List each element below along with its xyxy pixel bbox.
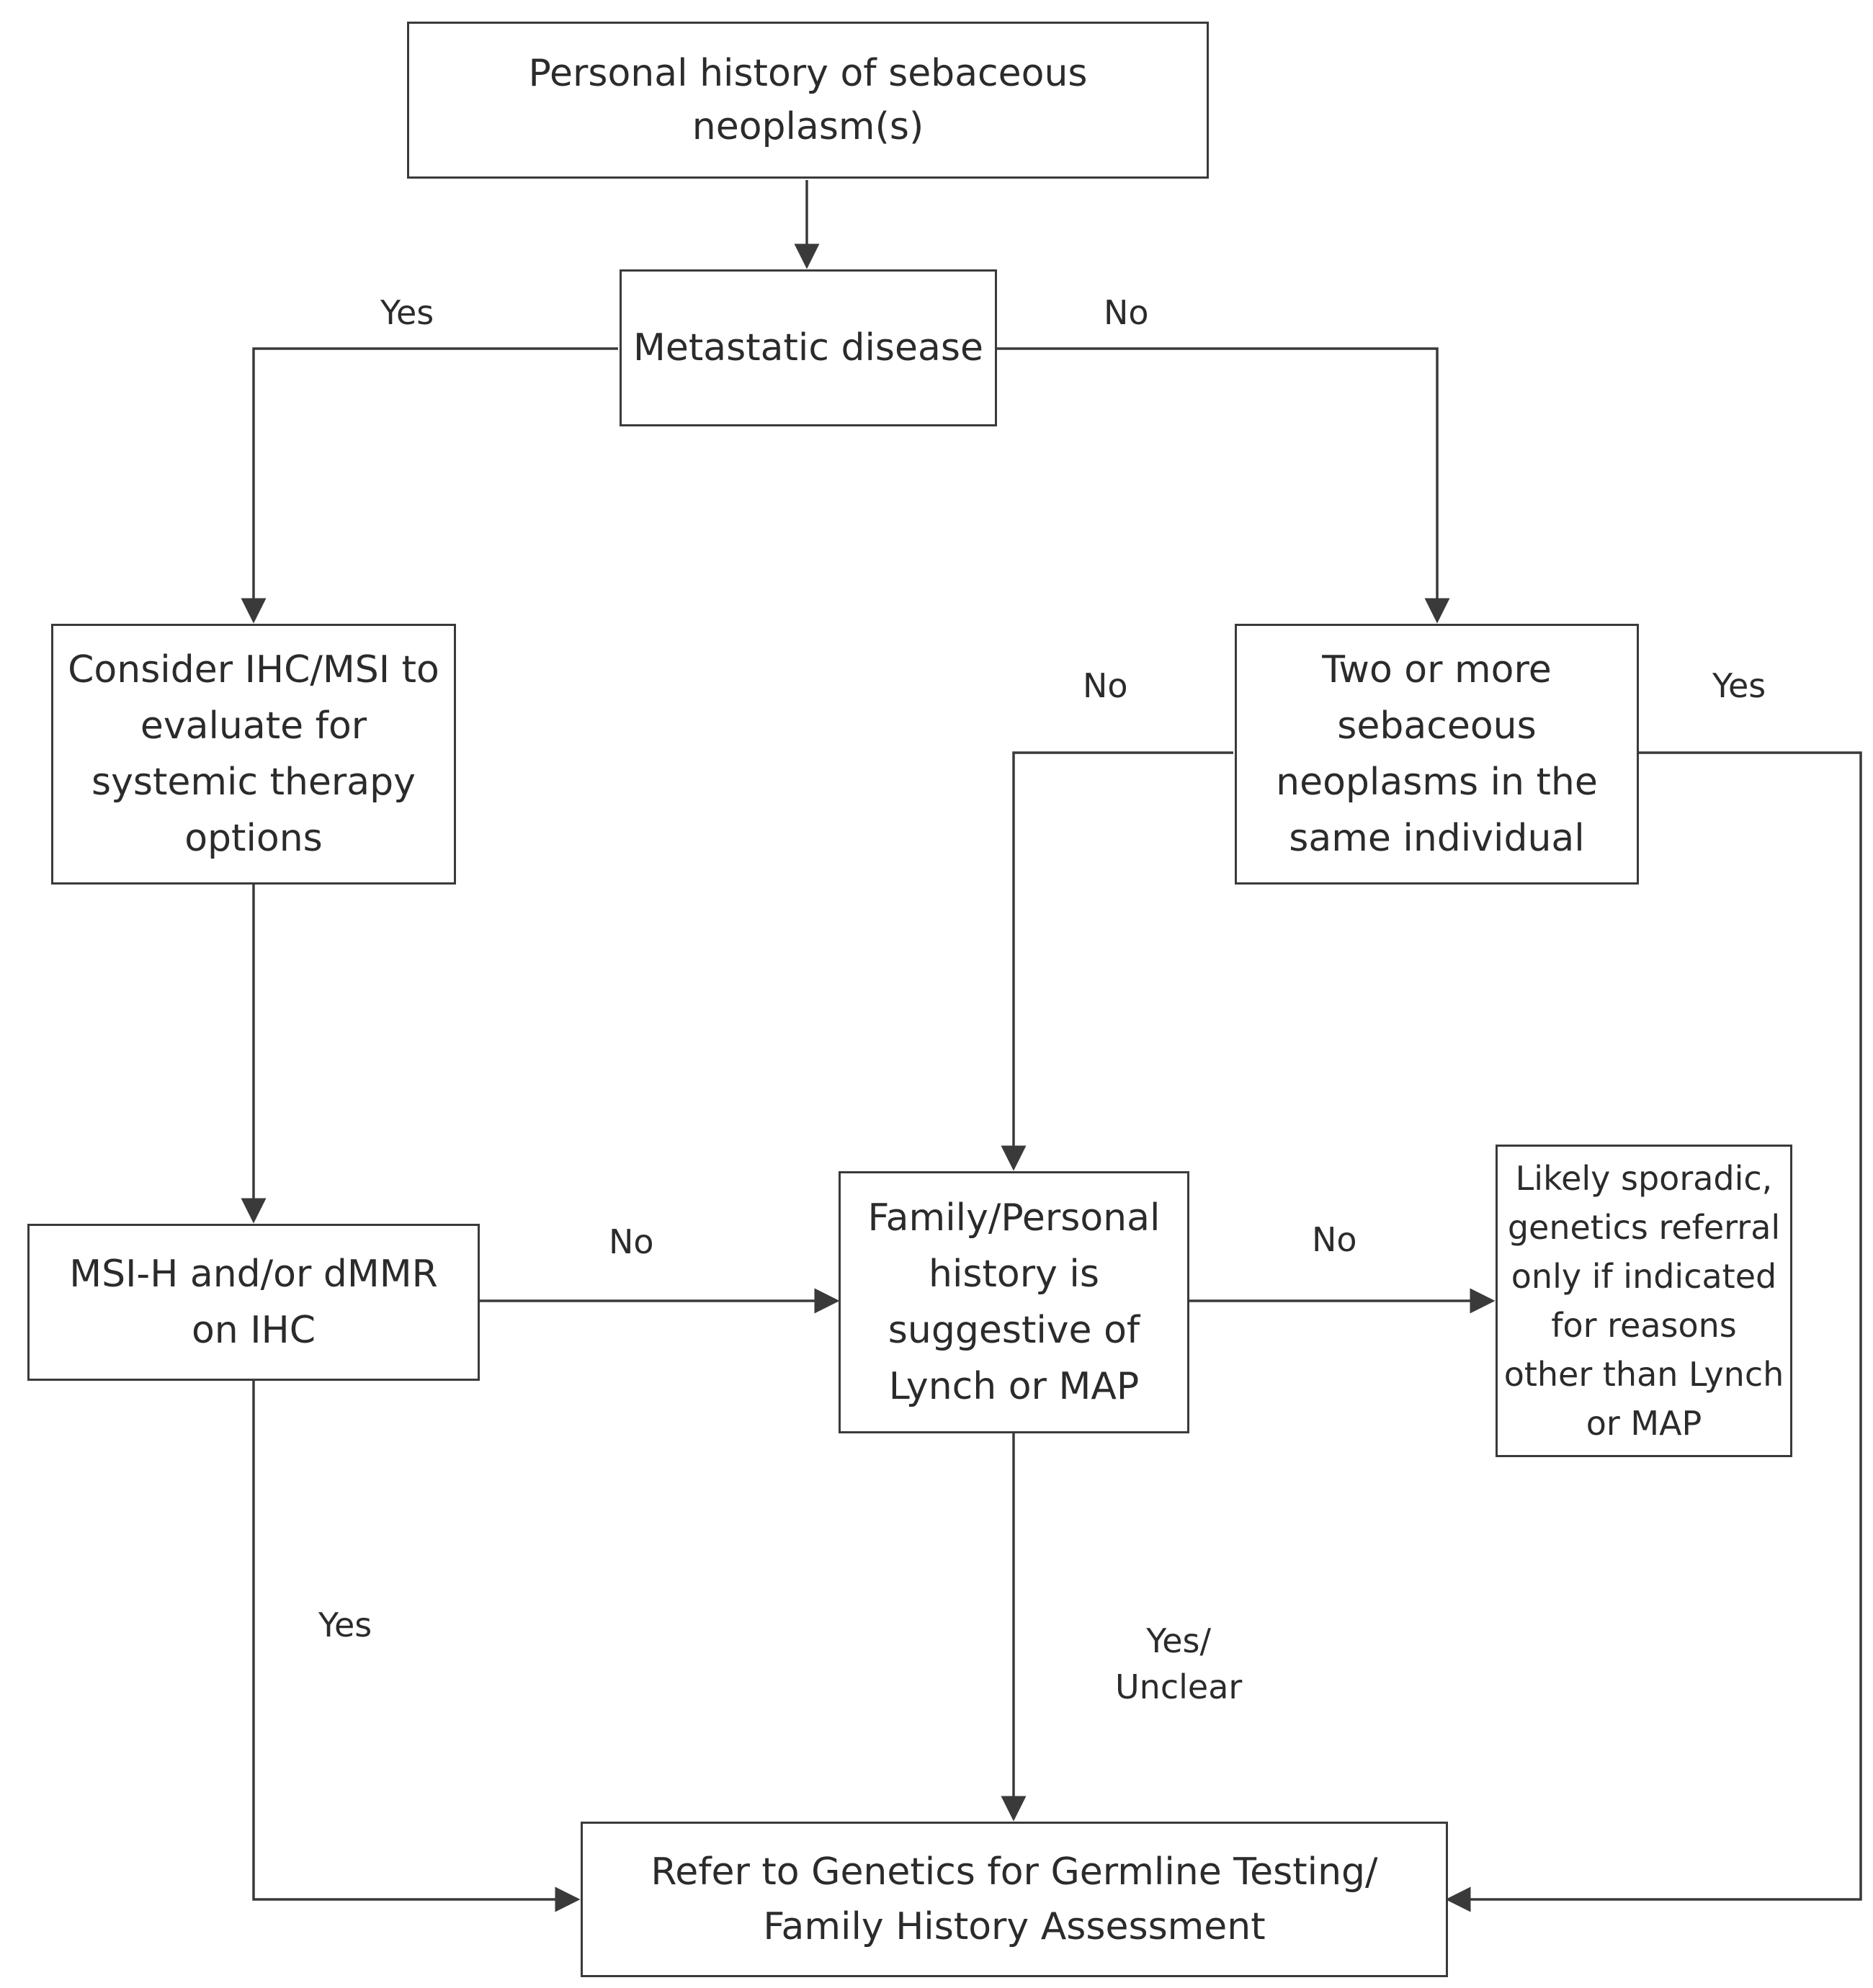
- edge-two-or-more-yes: [1445, 751, 1862, 1912]
- edge-label-family-no: No: [1312, 1220, 1357, 1259]
- node-start: Personal history of sebaceous neoplasm(s…: [407, 22, 1209, 179]
- node-consider-ihc-text: Consider IHC/MSI to evaluate for systemi…: [68, 648, 439, 860]
- edge-msi-yes: [252, 1381, 581, 1912]
- node-family-history: Family/Personal history is suggestive of…: [839, 1171, 1189, 1433]
- node-two-or-more: Two or more sebaceous neoplasms in the s…: [1235, 624, 1639, 885]
- edge-label-family-yes-unclear: Yes/ Unclear: [1115, 1621, 1243, 1706]
- edge-metastatic-no: [996, 347, 1450, 624]
- edge-label-msi-yes: Yes: [318, 1606, 372, 1644]
- node-likely-sporadic: Likely sporadic, genetics referral only …: [1496, 1145, 1792, 1457]
- node-refer: Refer to Genetics for Germline Testing/ …: [581, 1822, 1448, 1977]
- edge-label-msi-no: No: [609, 1222, 654, 1261]
- node-msi-h: MSI-H and/or dMMR on IHC: [27, 1224, 480, 1381]
- node-metastatic: Metastatic disease: [620, 269, 997, 426]
- node-msi-h-text: MSI-H and/or dMMR on IHC: [69, 1253, 438, 1352]
- edge-label-two-or-more-yes: Yes: [1712, 666, 1766, 705]
- node-consider-ihc: Consider IHC/MSI to evaluate for systemi…: [51, 624, 456, 885]
- edge-label-metastatic-yes: Yes: [380, 293, 434, 332]
- node-two-or-more-text: Two or more sebaceous neoplasms in the s…: [1276, 648, 1598, 860]
- edge-two-or-more-no: [1001, 751, 1233, 1171]
- node-start-text: Personal history of sebaceous neoplasm(s…: [528, 52, 1088, 148]
- node-refer-text: Refer to Genetics for Germline Testing/ …: [651, 1850, 1378, 1948]
- node-metastatic-text: Metastatic disease: [633, 326, 983, 370]
- edge-label-two-or-more-no: No: [1083, 666, 1128, 705]
- node-family-history-text: Family/Personal history is suggestive of…: [867, 1196, 1161, 1408]
- edge-label-metastatic-no: No: [1104, 293, 1149, 332]
- node-likely-sporadic-text: Likely sporadic, genetics referral only …: [1503, 1159, 1784, 1443]
- edge-metastatic-yes: [241, 347, 618, 624]
